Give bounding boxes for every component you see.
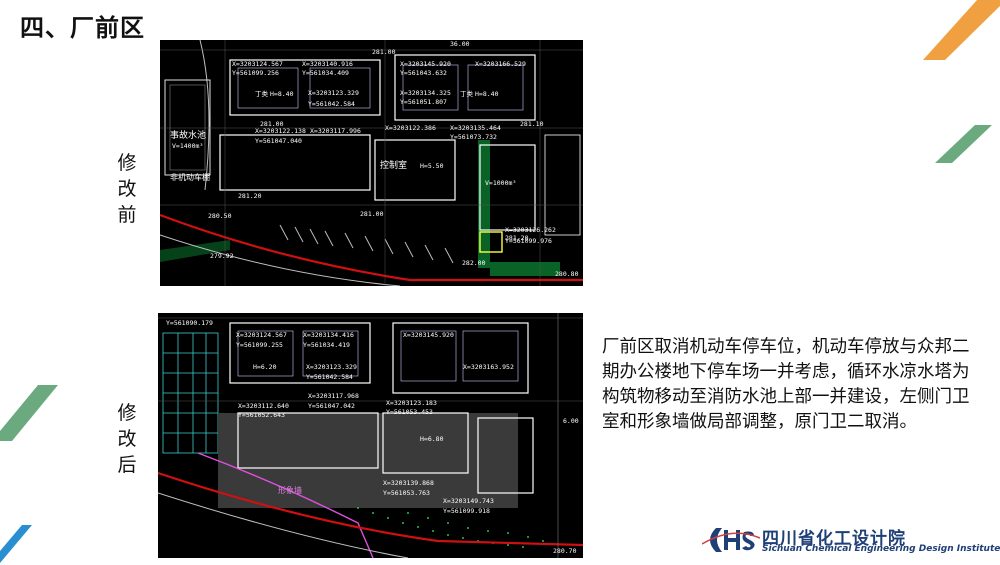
cad-before-label-21: X=3203117.996	[310, 127, 361, 135]
cad-before-label-5: X=3203140.916	[302, 60, 353, 68]
label-after-char-3: 后	[117, 454, 137, 476]
cad-drawing-after: Y=561090.179 X=3203124.567 Y=561099.255 …	[158, 313, 583, 558]
cad-before-label-10: Y=561042.584	[308, 100, 355, 108]
cad-after-label-20: X=3203149.743	[443, 497, 494, 505]
company-name-cn: 四川省化工设计院	[762, 529, 906, 549]
cad-before-label-36: 279.92	[210, 252, 234, 260]
label-before: 修 改 前	[115, 150, 139, 228]
cad-after-svg: Y=561090.179 X=3203124.567 Y=561099.255 …	[158, 313, 583, 558]
cad-before-label-40: Y=561099.976	[505, 237, 552, 245]
cad-before-label-37: 282.00	[462, 259, 486, 267]
cad-before-label-20: X=3203122.138	[255, 127, 306, 135]
decor-stripe-orange-top	[923, 0, 1000, 60]
cad-after-label-5: Y=561034.419	[303, 341, 350, 349]
cad-after-label-13: Y=561047.042	[308, 402, 355, 410]
cad-before-label-9: X=3203123.329	[308, 89, 359, 97]
cad-after-label-23: 280.70	[553, 547, 577, 555]
cad-before-label-16: 丁类	[460, 89, 474, 98]
cad-after-label-12: X=3203117.968	[308, 392, 359, 400]
cad-after-label-8: H=6.20	[253, 363, 277, 371]
cad-before-label-7: 丁类	[255, 89, 269, 98]
cad-before-label-28: V=1400m³	[172, 142, 203, 150]
cad-before-label-35: 280.50	[208, 212, 232, 220]
cad-after-label-6: X=3203123.329	[306, 363, 357, 371]
cad-before-label-6: Y=561034.409	[302, 69, 349, 77]
decor-stripe-blue-bottom	[0, 525, 32, 563]
cad-before-label-25: Y=561073.732	[450, 133, 497, 141]
cad-after-label-15: X=3203123.183	[386, 399, 437, 407]
cad-before-svg: 36.00 281.00 X=3203124.567 Y=561099.256 …	[160, 40, 583, 286]
cad-after-label-14: Y=561052.643	[238, 411, 285, 419]
cad-before-label-3: X=3203124.567	[232, 60, 283, 68]
cad-after-label-10: X=3203163.952	[463, 363, 514, 371]
cad-before-label-17: H=8.40	[475, 90, 499, 98]
cad-after-label-17: H=6.80	[420, 435, 444, 443]
cad-before-label-13: X=3203166.529	[475, 60, 526, 68]
cad-before-label-30: 控制室	[380, 159, 407, 171]
cad-before-label-23: X=3203122.386	[385, 124, 436, 132]
cad-after-label-24: 6.00	[563, 417, 579, 425]
label-before-char-1: 修	[117, 152, 137, 174]
cad-before-label-8: H=8.40	[270, 90, 294, 98]
label-after-char-1: 修	[117, 402, 137, 424]
cad-after-label-11: X=3203112.640	[238, 402, 289, 410]
cad-before-label-1: 36.00	[450, 40, 470, 48]
cad-before-label-4: Y=561099.256	[232, 69, 279, 77]
cad-after-label-9: X=3203145.920	[403, 331, 454, 339]
cad-before-label-15: Y=561051.807	[400, 98, 447, 106]
label-before-char-2: 改	[117, 178, 137, 200]
cad-after-label-19: Y=561053.763	[383, 489, 430, 497]
cad-before-label-2: 281.00	[372, 48, 396, 56]
cad-before-label-29: 非机动车棚	[170, 172, 210, 182]
cad-before-label-11: X=3203145.920	[400, 60, 451, 68]
cad-before-label-24: X=3203135.464	[450, 124, 501, 132]
cad-before-label-27: 事故水池	[170, 129, 206, 141]
cad-before-label-32: V=1000m³	[485, 179, 516, 187]
cad-before-label-26: 281.20	[238, 192, 262, 200]
cad-before-label-31: H=5.50	[420, 162, 444, 170]
cad-after-label-16: Y=561053.453	[386, 408, 433, 416]
cad-before-label-18: 281.00	[260, 120, 284, 128]
decor-stripe-green-left	[0, 385, 58, 441]
page-title: 四、厂前区	[20, 14, 145, 42]
cad-before-label-39: X=3203126.262	[505, 226, 556, 234]
cad-before-label-22: Y=561047.040	[255, 137, 302, 145]
cad-drawing-before: 36.00 281.00 X=3203124.567 Y=561099.256 …	[160, 40, 583, 286]
cad-before-label-34: 281.20	[505, 234, 529, 242]
cad-before-label-38: 280.80	[555, 270, 579, 278]
cad-before-label-33: 281.00	[360, 210, 384, 218]
cad-after-label-18: X=3203139.868	[383, 479, 434, 487]
cad-after-label-22: 形象墙	[278, 485, 302, 495]
cad-before-label-14: X=3203134.325	[400, 89, 451, 97]
cad-after-label-3: Y=561099.255	[236, 341, 283, 349]
cad-before-label-19: 281.10	[520, 120, 544, 128]
cad-after-label-7: Y=561042.584	[306, 373, 353, 381]
cad-after-label-4: X=3203134.416	[303, 331, 354, 339]
cad-after-label-2: X=3203124.567	[236, 331, 287, 339]
cad-after-label-21: Y=561099.918	[443, 507, 490, 515]
chs-logo-icon	[702, 528, 760, 552]
label-after: 修 改 后	[115, 400, 139, 478]
label-after-char-2: 改	[117, 428, 137, 450]
label-before-char-3: 前	[117, 204, 137, 226]
decor-stripe-green-right	[935, 125, 992, 163]
change-description: 厂前区取消机动车停车位，机动车停放与众邦二期办公楼地下停车场一并考虑，循环水凉水…	[602, 337, 970, 432]
company-name-en: Sichuan Chemical Engineering Design Inst…	[762, 544, 1000, 554]
company-logo: 四川省化工设计院 Sichuan Chemical Engineering De…	[702, 520, 1000, 560]
cad-before-label-12: Y=561043.632	[400, 69, 447, 77]
cad-after-label-1: Y=561090.179	[166, 319, 213, 327]
